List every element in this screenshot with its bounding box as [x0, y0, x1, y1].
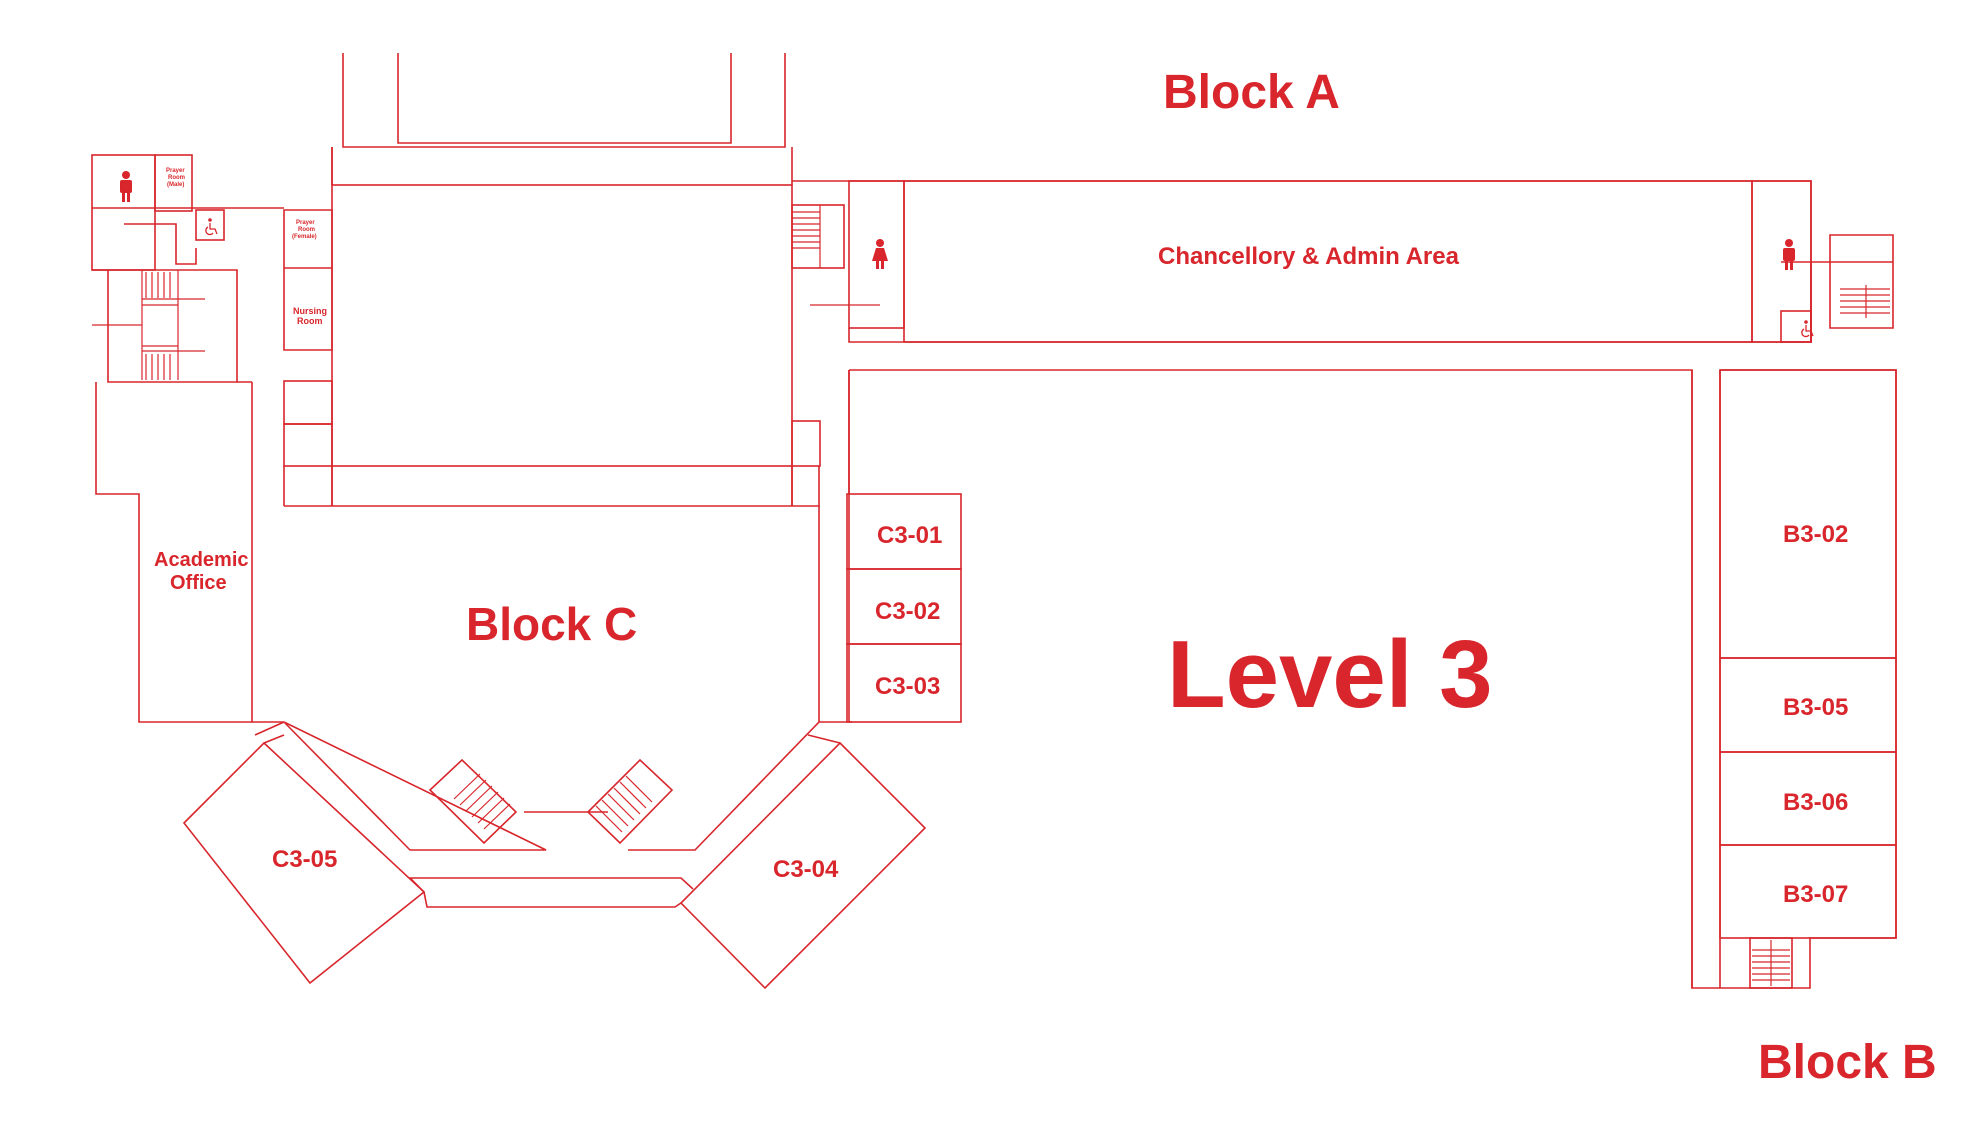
- accessible-toilet-icon-block-a: [1801, 320, 1814, 338]
- room-c3-04: [679, 741, 927, 990]
- rooms-c3-01-03: [846, 370, 962, 723]
- room-label-c3-03: C3-03: [875, 673, 940, 700]
- west-wing-walls: [91, 147, 333, 723]
- nursing-room-label-line2: Room: [297, 316, 323, 326]
- prayer-room-female-line1: Prayer: [296, 220, 315, 226]
- block-b-staircase: [1749, 937, 1793, 989]
- room-label-b3-07: B3-07: [1783, 881, 1848, 908]
- block-c-staircase-left: [428, 758, 518, 845]
- chancellery-label: Chancellory & Admin Area: [1158, 243, 1460, 270]
- room-label-b3-06: B3-06: [1783, 789, 1848, 816]
- academic-office-label-line2: Office: [170, 572, 227, 594]
- west-staircase: [92, 270, 205, 380]
- female-toilet-icon: [872, 239, 888, 269]
- block-b-label: Block B: [1758, 1036, 1937, 1089]
- central-hall: [283, 147, 821, 506]
- prayer-room-male-line2: Room: [168, 175, 185, 181]
- prayer-room-male-line1: Prayer: [166, 168, 185, 174]
- block-b-outline: [1691, 369, 1897, 989]
- accessible-toilet-icon: [205, 218, 218, 236]
- male-toilet-icon: [120, 171, 132, 202]
- room-label-c3-05: C3-05: [272, 846, 337, 873]
- room-c3-05: [182, 741, 426, 985]
- prayer-room-male-line3: (Male): [167, 182, 184, 188]
- room-label-b3-02: B3-02: [1783, 521, 1848, 548]
- block-c-lower-corridor: [254, 721, 852, 908]
- prayer-room-female-line3: (Female): [292, 234, 317, 240]
- male-toilet-icon-block-a: [1783, 239, 1795, 270]
- block-a-label: Block A: [1163, 66, 1340, 119]
- block-a-left-staircase: [791, 204, 880, 306]
- room-label-c3-02: C3-02: [875, 598, 940, 625]
- prayer-room-female-line2: Room: [298, 227, 315, 233]
- room-label-c3-04: C3-04: [773, 856, 839, 883]
- room-label-c3-01: C3-01: [877, 522, 942, 549]
- nursing-room-label-line1: Nursing: [293, 306, 327, 316]
- block-a-corridor-walls: [342, 53, 786, 148]
- room-label-b3-05: B3-05: [1783, 694, 1848, 721]
- academic-office-label-line1: Academic: [154, 549, 249, 571]
- block-c-label: Block C: [466, 598, 637, 650]
- level-title: Level 3: [1167, 621, 1493, 728]
- block-c-outline: [283, 466, 820, 851]
- block-a-right-staircase: [1810, 234, 1894, 342]
- block-c-staircase-right: [586, 758, 674, 845]
